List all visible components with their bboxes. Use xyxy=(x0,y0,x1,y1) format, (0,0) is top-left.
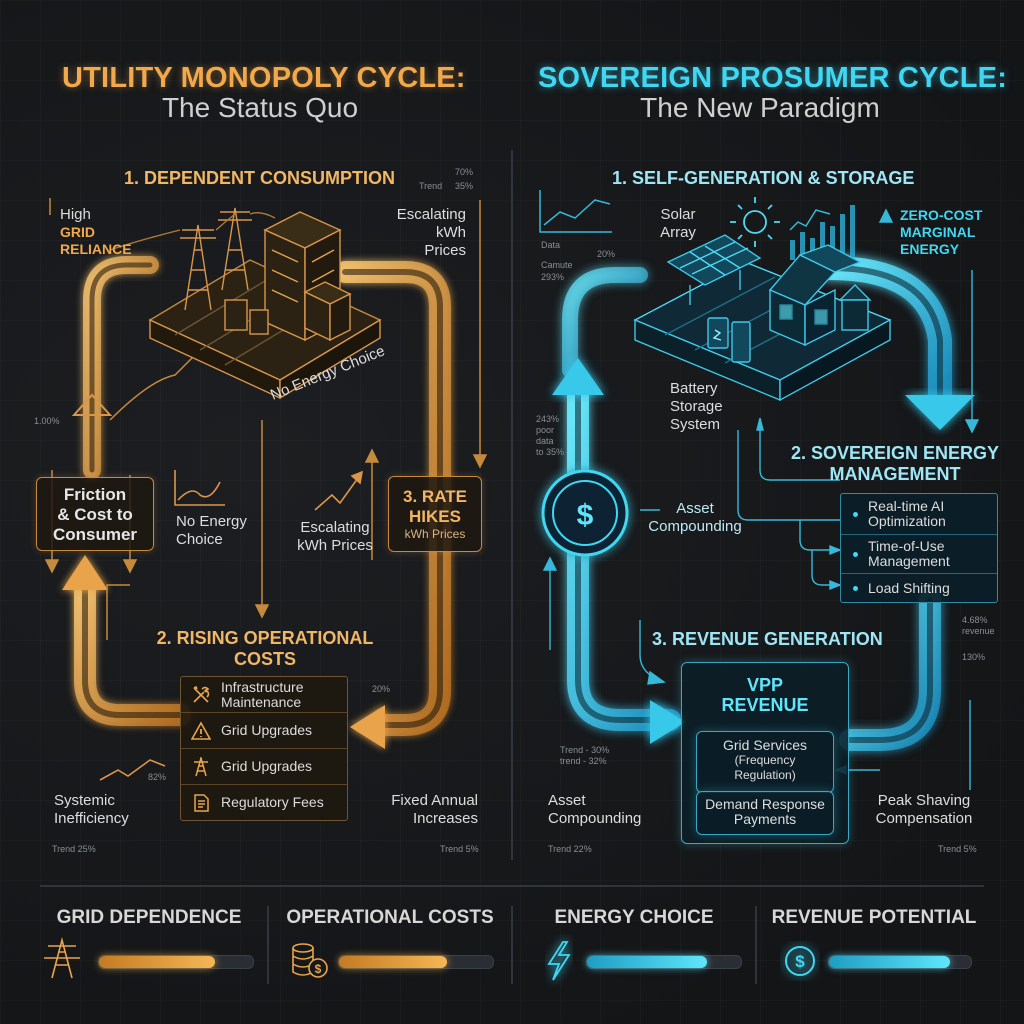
left-tiny-82: 82% xyxy=(148,772,167,782)
right-tiny-trend-block: Trend - 30% trend - 32% xyxy=(560,745,610,766)
left-title: UTILITY MONOPOLY CYCLE: xyxy=(62,62,466,94)
right-band-top-left xyxy=(562,267,648,378)
right-tiny-293: 293% xyxy=(541,272,565,282)
escalating-prices-mid-label: Escalating kWh Prices xyxy=(297,519,373,554)
right-tiny-trend22: Trend 22% xyxy=(548,844,592,854)
right-tiny-camute: Camute xyxy=(541,260,573,270)
right-step-2: 2. SOVEREIGN ENERGY MANAGEMENT xyxy=(790,443,1000,484)
right-arrowhead-up xyxy=(552,358,604,395)
right-step-3: 3. REVENUE GENERATION xyxy=(652,629,883,649)
high-grid-reliance-label: High GRID RELIANCE xyxy=(60,206,132,257)
grid-dependence-bar xyxy=(98,955,254,969)
right-band-bottom-right xyxy=(839,589,941,751)
right-step-1: 1. SELF-GENERATION & STORAGE xyxy=(612,168,915,188)
bullet-dot xyxy=(853,511,858,517)
bullet-dot xyxy=(853,551,858,557)
grid-services-box: Grid Services (Frequency Regulation) xyxy=(696,731,834,793)
fixed-annual-increases-label: Fixed Annual Increases xyxy=(391,792,478,827)
peak-shaving-label: Peak Shaving Compensation xyxy=(875,792,973,827)
left-tiny-100: 1.00% xyxy=(34,416,60,426)
left-tiny-trend: Trend xyxy=(419,181,443,191)
rate-hikes-box: 3. RATE HIKES kWh Prices xyxy=(388,476,482,552)
left-arrowhead-left-top xyxy=(71,393,113,416)
left-subtitle: The Status Quo xyxy=(161,92,359,123)
systemic-inefficiency-label: Systemic Inefficiency xyxy=(54,792,129,827)
solar-array-label: Solar Array xyxy=(660,206,696,241)
warning-icon xyxy=(181,720,221,741)
asset-compounding-mid-label: Asset Compounding xyxy=(648,500,742,535)
operational-costs-bar xyxy=(338,955,494,969)
metric-label-energy-choice: ENERGY CHOICE xyxy=(554,907,714,928)
revenue-potential-bar xyxy=(828,955,972,969)
cost-item-2: Grid Upgrades xyxy=(181,749,347,785)
metric-icon-coins: $ xyxy=(292,943,328,978)
left-tiny-20: 20% xyxy=(372,684,391,694)
right-mini-charts xyxy=(539,190,831,233)
vpp-revenue-box: VPP REVENUE Grid Services (Frequency Reg… xyxy=(681,662,849,844)
right-arrowhead-vpp xyxy=(650,700,685,744)
right-tiny-130: 130% xyxy=(962,652,986,662)
asset-compounding-bottom-label: Asset Compounding xyxy=(548,792,642,827)
left-mini-charts xyxy=(99,470,364,781)
right-band-left xyxy=(567,384,681,731)
right-cycle-arrows xyxy=(562,256,952,751)
revenue-potential-bar-fill xyxy=(829,956,950,968)
right-tiny-243-block: 243% poor data to 35% xyxy=(536,414,565,457)
svg-text:$: $ xyxy=(577,499,594,532)
demand-response-box: Demand Response Payments xyxy=(696,791,834,835)
operational-costs-bar-fill xyxy=(339,956,447,968)
metric-label-grid-dependence: GRID DEPENDENCE xyxy=(56,907,242,928)
left-tiny-trend25: Trend 25% xyxy=(52,844,96,854)
left-arrowhead-bottom-right xyxy=(350,705,385,749)
metric-icon-lightning xyxy=(547,941,571,981)
right-tiny-data: Data xyxy=(541,240,561,250)
cost-item-3: Regulatory Fees xyxy=(181,785,347,820)
energy-choice-bar xyxy=(586,955,742,969)
left-tiny-35: 35% xyxy=(455,181,474,191)
metric-label-operational-costs: OPERATIONAL COSTS xyxy=(286,907,494,928)
right-subtitle: The New Paradigm xyxy=(640,92,880,123)
right-tiny-trend5: Trend 5% xyxy=(938,844,977,854)
no-energy-choice-label: No Energy Choice xyxy=(176,513,247,548)
metric-icon-dollar-coin: $ xyxy=(785,946,815,976)
right-arrowhead-down xyxy=(905,395,975,430)
transmission-tower-icon xyxy=(181,756,221,777)
mgmt-item-2: Load Shifting xyxy=(841,574,997,602)
metric-icon-tower xyxy=(44,936,80,979)
dollar-ring-icon: $ xyxy=(541,469,629,557)
metric-label-revenue-potential: REVENUE POTENTIAL xyxy=(771,907,977,928)
right-tiny-468-block: 4.68% revenue xyxy=(962,615,995,636)
left-step-2: 2. RISING OPERATIONAL COSTS xyxy=(156,628,374,669)
battery-storage-label: Battery Storage System xyxy=(670,380,723,433)
wrench-screwdriver-icon xyxy=(181,685,221,705)
right-tiny-20: 20% xyxy=(597,249,616,259)
left-illustration xyxy=(109,207,382,400)
escalating-prices-top-label: Escalating kWh Prices xyxy=(396,206,466,259)
cost-item-1: Grid Upgrades xyxy=(181,713,347,749)
left-tiny-70: 70% xyxy=(455,167,474,177)
left-arrowhead-up xyxy=(62,555,108,590)
svg-text:$: $ xyxy=(315,962,322,976)
friction-cost-box: Friction & Cost to Consumer xyxy=(36,477,154,551)
energy-choice-bar-fill xyxy=(587,956,708,968)
left-band-left xyxy=(83,256,159,479)
right-illustration xyxy=(633,234,892,402)
right-title: SOVEREIGN PROSUMER CYCLE: xyxy=(538,62,1008,94)
zero-cost-energy-label: ZERO-COST MARGINAL ENERGY xyxy=(900,207,983,257)
left-step-1: 1. DEPENDENT CONSUMPTION xyxy=(124,168,396,188)
grid-dependence-bar-fill xyxy=(99,956,215,968)
left-tiny-trend5: Trend 5% xyxy=(440,844,479,854)
document-icon xyxy=(181,793,221,813)
right-bar-chart xyxy=(790,205,855,260)
bullet-dot xyxy=(853,585,858,591)
sun-icon xyxy=(730,197,780,247)
svg-text:$: $ xyxy=(795,952,805,971)
